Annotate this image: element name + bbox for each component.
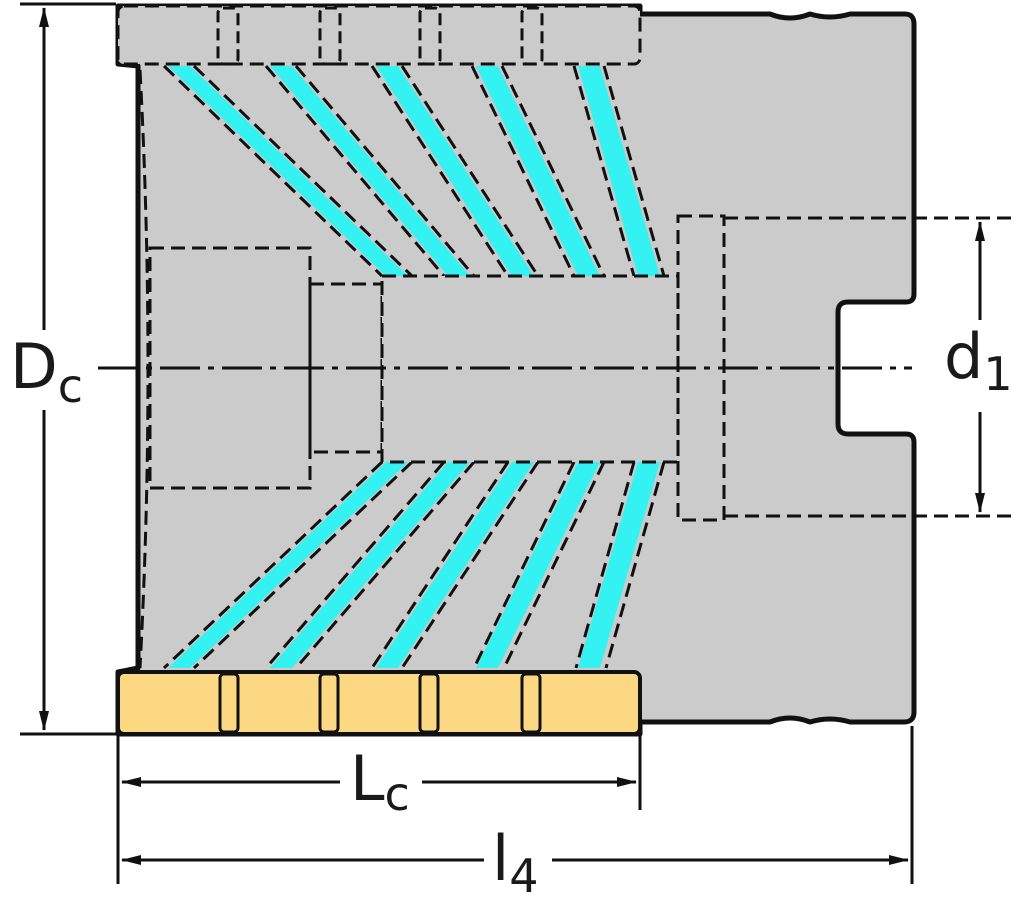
coolant-channels-lower [162,460,666,670]
svg-text:l4: l4 [492,822,539,903]
svg-text:Dc: Dc [10,330,83,413]
lc-sub: c [385,767,410,821]
dc-main: D [10,330,58,403]
d1-main: d [944,320,983,393]
dimension-l4: l4 [116,726,914,903]
l4-sub: 4 [509,849,538,903]
d1-sub: 1 [983,347,1012,401]
dimension-lc: Lc [116,736,642,821]
coolant-channels-upper [162,64,666,278]
dimension-dc: Dc [10,2,116,736]
dc-sub: c [58,359,83,413]
cutting-insert [116,670,642,736]
l4-main: l [492,822,509,895]
lc-main: L [350,742,385,815]
top-insert-pocket [116,4,642,66]
dimension-d1: d1 [944,221,1013,513]
svg-text:d1: d1 [944,320,1013,401]
svg-text:Lc: Lc [350,742,410,821]
